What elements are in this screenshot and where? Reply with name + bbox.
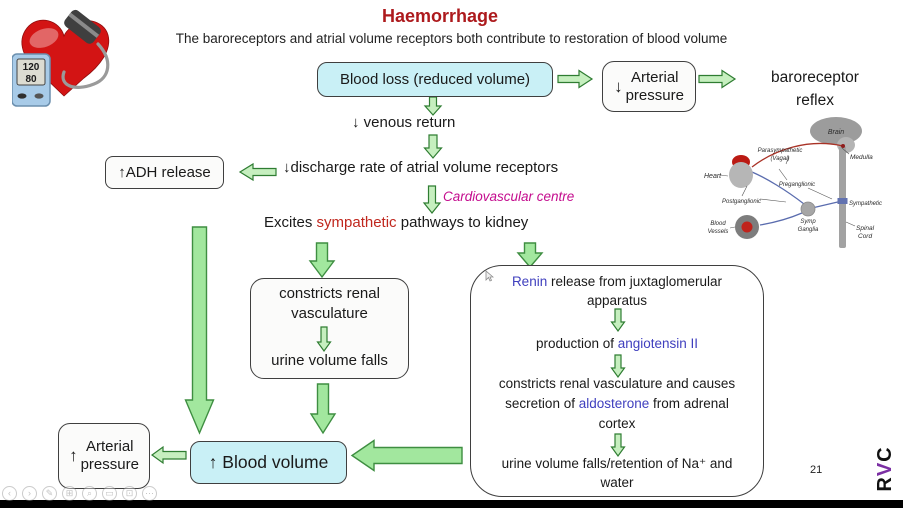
prev-slide-icon[interactable]: ‹ bbox=[2, 486, 17, 501]
renin-paragraph-1: Renin release from juxtaglomerular appar… bbox=[511, 274, 723, 308]
arrow-arterial-to-baroreflex bbox=[698, 69, 737, 89]
bp-tube bbox=[61, 42, 110, 89]
anatomy-label-postganglionic: Postganglionic bbox=[722, 199, 761, 205]
arrow-venous-down bbox=[423, 134, 443, 159]
arrow-discharge-to-adh bbox=[238, 162, 277, 182]
next-slide-icon[interactable]: › bbox=[22, 486, 37, 501]
renin-paragraph-3: constricts renal vasculature and causes … bbox=[498, 376, 736, 431]
anatomy-label-sympathetic: Sympathetic bbox=[849, 201, 882, 207]
sympathetic-junction bbox=[837, 198, 848, 204]
symp-ganglia-shape bbox=[800, 201, 816, 217]
vagal-origin-dot bbox=[841, 144, 845, 148]
leader-lines bbox=[719, 147, 856, 229]
slide-number: 21 bbox=[810, 464, 823, 476]
anatomy-label-spinal-1: Spinal bbox=[856, 225, 875, 232]
arrow-bloodloss-down bbox=[423, 96, 443, 116]
arterial-bottom-line2: pressure bbox=[80, 456, 139, 473]
sympathetic-line-3 bbox=[759, 212, 803, 226]
spinal-cord-shape bbox=[839, 146, 846, 248]
anatomy-label-brain: Brain bbox=[828, 129, 844, 136]
page-subtitle: The baroreceptors and atrial volume rece… bbox=[175, 31, 728, 46]
cardiovascular-centre-label: Cardiovascular centre bbox=[443, 189, 575, 204]
sympathetic-line-2 bbox=[751, 171, 805, 205]
arterial-top-line1: Arterial bbox=[630, 68, 679, 86]
excites-sympathetic-label: Excites sympathetic pathways to kidney bbox=[264, 214, 529, 231]
arrow-renin-to-bloodvolume bbox=[350, 439, 463, 472]
anatomy-label-preganglionic: Preganglionic bbox=[779, 182, 815, 188]
anatomy-label-symp-1: Symp bbox=[800, 219, 816, 225]
autonomic-pathways-diagram: Brain Medulla Heart Parasympathetic (Vag… bbox=[704, 117, 882, 248]
venous-return-label: ↓ venous return bbox=[352, 114, 456, 131]
display-icon[interactable]: ▭ bbox=[102, 486, 117, 501]
bp-monitor: 120 80 bbox=[12, 53, 51, 107]
arrow-excites-to-renin bbox=[516, 242, 544, 269]
renin-paragraph-4: urine volume falls/retention of Na⁺ and … bbox=[501, 456, 733, 490]
arterial-top-line2: pressure bbox=[625, 86, 684, 104]
sympathetic-line-1 bbox=[811, 200, 843, 209]
heart-bp-clipart: 120 80 bbox=[12, 9, 110, 107]
anatomy-label-vessels-2: Vessels bbox=[708, 229, 729, 235]
more-options-icon[interactable]: ⋯ bbox=[142, 486, 157, 501]
arterial-pressure-increase-box: ↑ Arterial pressure bbox=[58, 423, 150, 489]
up-arrow-glyph: ↑ bbox=[69, 446, 78, 465]
down-arrow-glyph: ↓ bbox=[614, 76, 623, 96]
sympathetic-highlight: sympathetic bbox=[316, 214, 397, 231]
renin-pathway-box: Renin release from juxtaglomerular appar… bbox=[470, 265, 764, 497]
anatomy-label-heart: Heart bbox=[704, 173, 722, 180]
discharge-rate-label: ↓discharge rate of atrial volume recepto… bbox=[283, 159, 559, 176]
angiotensin-highlight: angiotensin II bbox=[617, 336, 699, 351]
blood-loss-box: Blood loss (reduced volume) bbox=[317, 62, 553, 97]
anatomy-label-vessels-1: Blood bbox=[710, 221, 726, 227]
slideshow-toolbar: ‹ › ✎ ⊞ ⌕ ▭ ⊡ ⋯ bbox=[2, 486, 157, 501]
heart-highlight bbox=[29, 28, 59, 48]
anatomy-label-symp-2: Ganglia bbox=[798, 227, 819, 233]
blood-volume-box: ↑ Blood volume bbox=[190, 441, 347, 484]
vagal-nerve-line bbox=[751, 142, 844, 168]
bp-reading-diastolic: 80 bbox=[25, 74, 37, 85]
bp-cuff bbox=[64, 9, 101, 44]
aldosterone-highlight: aldosterone bbox=[578, 396, 650, 411]
anatomy-label-medulla: Medulla bbox=[850, 154, 873, 161]
anatomy-label-parasympathetic-2: (Vagal) bbox=[770, 156, 789, 162]
zoom-tool-icon[interactable]: ⌕ bbox=[82, 486, 97, 501]
arterial-pressure-decrease-box: ↓ Arterial pressure bbox=[602, 61, 696, 112]
arrow-adh-to-bloodvolume-long bbox=[184, 226, 215, 435]
constricts-renal-box: constricts renal vasculature urine volum… bbox=[250, 278, 409, 379]
arterial-bottom-line1: Arterial bbox=[85, 438, 134, 455]
arrow-cardio-centre-down bbox=[422, 185, 442, 214]
adh-release-box: ↑ADH release bbox=[105, 156, 224, 189]
arrow-excites-to-constricts bbox=[308, 242, 336, 279]
heart-body-shape bbox=[729, 162, 753, 188]
anatomy-label-spinal-2: Cord bbox=[858, 233, 872, 240]
page-title: Haemorrhage bbox=[381, 6, 499, 26]
mouse-cursor-icon bbox=[485, 270, 494, 282]
renin-paragraph-2: production of angiotensin II bbox=[535, 336, 699, 351]
pen-tool-icon[interactable]: ✎ bbox=[42, 486, 57, 501]
all-slides-icon[interactable]: ⊞ bbox=[62, 486, 77, 501]
anatomy-label-parasympathetic-1: Parasympathetic bbox=[758, 148, 803, 154]
renin-highlight: Renin bbox=[511, 274, 548, 289]
arrow-bloodloss-to-arterial bbox=[557, 69, 594, 89]
camera-icon[interactable]: ⊡ bbox=[122, 486, 137, 501]
blood-vessel-lumen bbox=[741, 221, 753, 233]
arrow-constricts-to-bloodvolume bbox=[309, 383, 337, 435]
bp-reading-systolic: 120 bbox=[23, 62, 40, 73]
letterbox-bar bbox=[0, 500, 903, 508]
arrow-bloodvolume-to-arterial bbox=[150, 445, 187, 465]
baroreceptor-reflex-label: baroreceptor reflex bbox=[771, 69, 859, 109]
